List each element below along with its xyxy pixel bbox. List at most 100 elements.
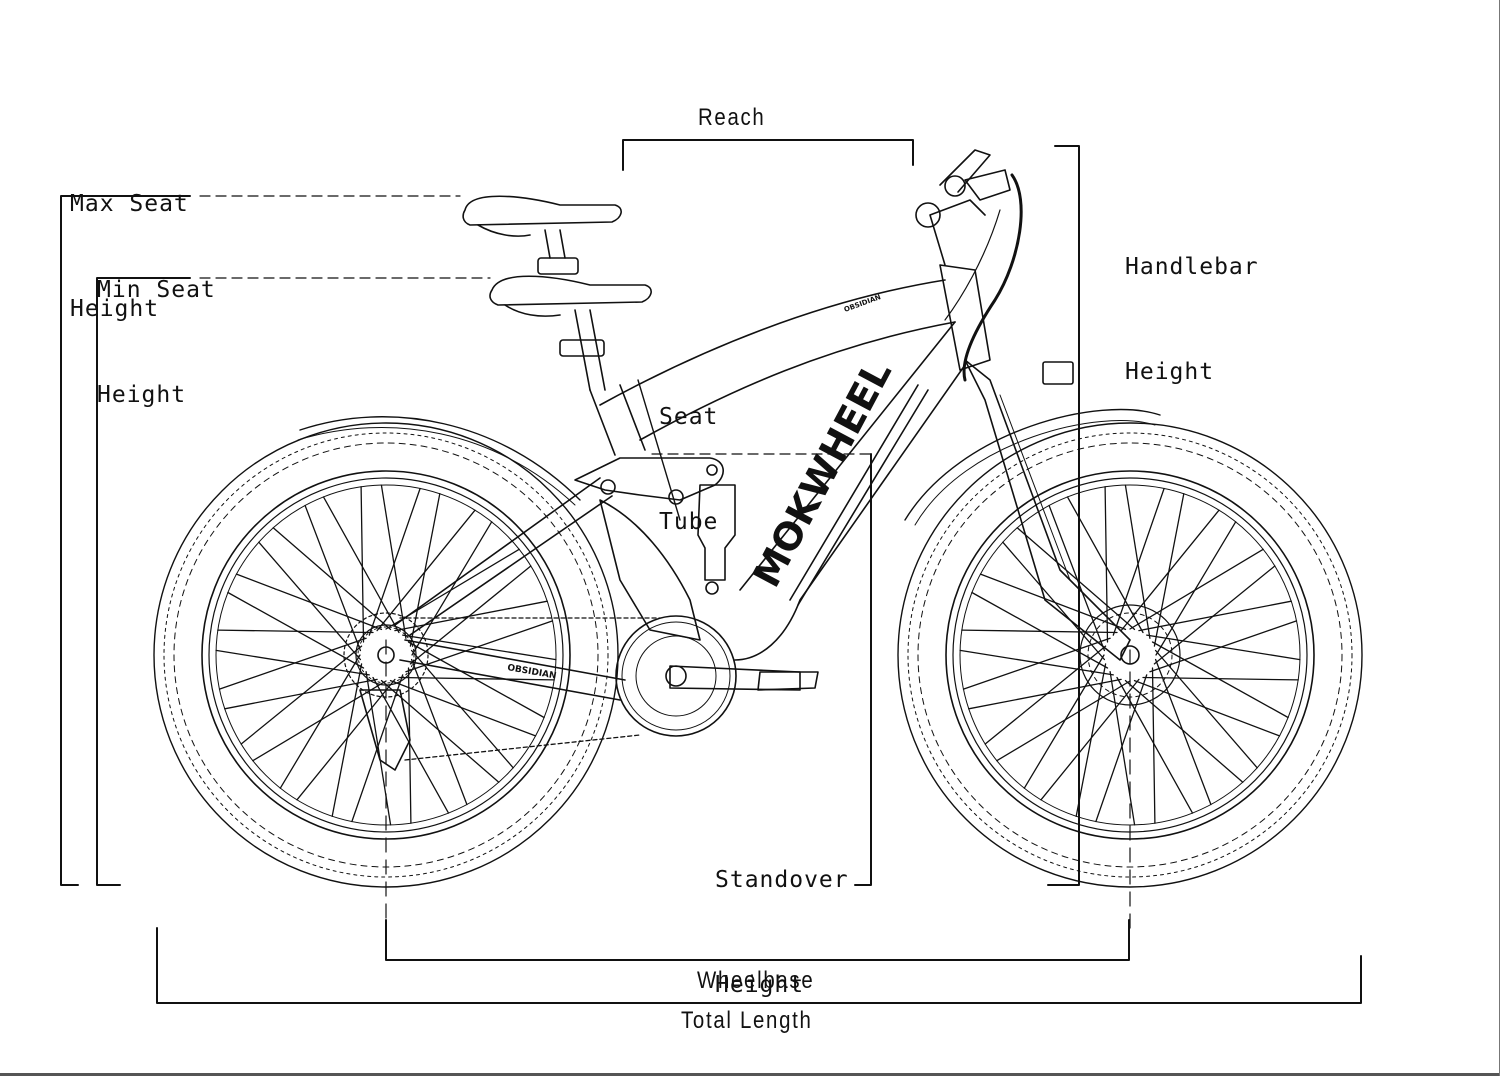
pedal xyxy=(757,671,819,691)
spoke xyxy=(996,680,1131,762)
battery xyxy=(789,384,929,606)
spoke xyxy=(224,678,378,710)
spoke xyxy=(235,573,383,631)
handlebar-height-bracket xyxy=(1047,145,1080,886)
max-seat-height-line1: Max Seat xyxy=(70,191,189,217)
spoke xyxy=(394,600,548,632)
spoke xyxy=(961,629,1118,634)
spoke xyxy=(240,645,363,745)
spoke xyxy=(410,658,468,806)
spoke xyxy=(1016,527,1136,631)
spoke xyxy=(360,486,365,643)
min-seat-height-label: Min Seat Height xyxy=(97,203,216,483)
handlebar-height-line2: Height xyxy=(1125,359,1215,385)
standover-height-bracket xyxy=(854,453,872,886)
spoke xyxy=(984,645,1107,745)
spoke xyxy=(252,680,387,762)
spoke xyxy=(959,649,1114,676)
total-length-label: Total Length xyxy=(681,1007,813,1034)
spoke xyxy=(296,678,396,801)
spoke xyxy=(1151,641,1289,719)
rear-fender xyxy=(299,416,581,501)
spoke xyxy=(1120,509,1220,632)
top-tube xyxy=(599,279,946,406)
spoke xyxy=(398,676,555,681)
spoke xyxy=(1151,667,1156,824)
chain-stay xyxy=(399,639,626,701)
front-brake-rotor xyxy=(1079,604,1181,706)
spoke xyxy=(1153,493,1185,647)
spoke xyxy=(979,573,1127,631)
spoke xyxy=(1149,620,1298,673)
spoke xyxy=(407,641,545,719)
standover-height-label: Standover Height xyxy=(715,793,849,1073)
spoke xyxy=(1095,674,1148,823)
dimension-lines xyxy=(60,139,1362,1004)
rear-wheel xyxy=(153,422,619,888)
rear-derailleur xyxy=(359,689,411,771)
spoke xyxy=(1129,548,1264,630)
seat-tube-line xyxy=(637,379,681,521)
spoke xyxy=(376,509,476,632)
spoke xyxy=(1040,678,1140,801)
spoke xyxy=(1142,676,1299,681)
cassette xyxy=(343,612,429,698)
front-wheel xyxy=(897,422,1363,888)
wheelbase-bracket xyxy=(385,919,1130,961)
wheelbase-label: Wheelbase xyxy=(697,967,815,994)
spoke xyxy=(962,637,1111,690)
front-fork xyxy=(964,359,1131,661)
seat-tube-line2: Tube xyxy=(659,509,719,535)
max-seat-height-bracket xyxy=(60,195,191,886)
spoke xyxy=(1154,658,1212,806)
chainring xyxy=(615,615,737,737)
front-wheel-spokes xyxy=(959,484,1301,826)
spoke xyxy=(1023,654,1105,789)
spoke xyxy=(227,591,365,669)
seat-tube-line1: Seat xyxy=(659,404,719,430)
rocker-link xyxy=(574,457,724,501)
rear-shock xyxy=(697,484,736,581)
reach-bracket xyxy=(622,139,914,171)
spoke xyxy=(1124,679,1244,783)
spoke xyxy=(372,676,450,814)
spoke xyxy=(304,504,362,652)
brake-lever xyxy=(964,169,1011,201)
spoke xyxy=(1138,600,1292,632)
spoke xyxy=(215,649,370,676)
spoke xyxy=(1124,484,1151,639)
spoke xyxy=(1066,496,1144,634)
spoke xyxy=(1109,671,1136,826)
chain xyxy=(399,617,661,761)
page-border-bottom xyxy=(0,1073,1500,1076)
saddle-min xyxy=(489,275,652,391)
spoke xyxy=(279,654,361,789)
spoke xyxy=(322,496,400,634)
seat-tube-label: Seat Tube xyxy=(659,330,718,610)
spoke xyxy=(1116,676,1194,814)
standover-height-line1: Standover xyxy=(715,867,849,893)
spoke xyxy=(968,678,1122,710)
spoke xyxy=(1146,634,1301,661)
spoke xyxy=(409,565,532,665)
spoke xyxy=(272,527,392,631)
saddle-max xyxy=(462,195,622,275)
crank-arm xyxy=(669,665,801,691)
spoke xyxy=(331,663,363,817)
spoke xyxy=(258,541,362,661)
spoke xyxy=(402,634,557,661)
spoke xyxy=(405,620,554,673)
seat-tube xyxy=(589,384,646,456)
max-seat-height-label: Max Seat Height xyxy=(70,117,189,397)
spoke xyxy=(218,637,367,690)
spoke xyxy=(368,487,421,636)
model-label-toptube: OBSIDIAN xyxy=(843,293,882,314)
spoke xyxy=(1133,679,1281,737)
cockpit xyxy=(915,149,1131,661)
spoke xyxy=(380,484,407,639)
min-seat-height-line1: Min Seat xyxy=(97,277,216,303)
seat-stay xyxy=(394,477,613,636)
spoke xyxy=(1075,663,1107,817)
